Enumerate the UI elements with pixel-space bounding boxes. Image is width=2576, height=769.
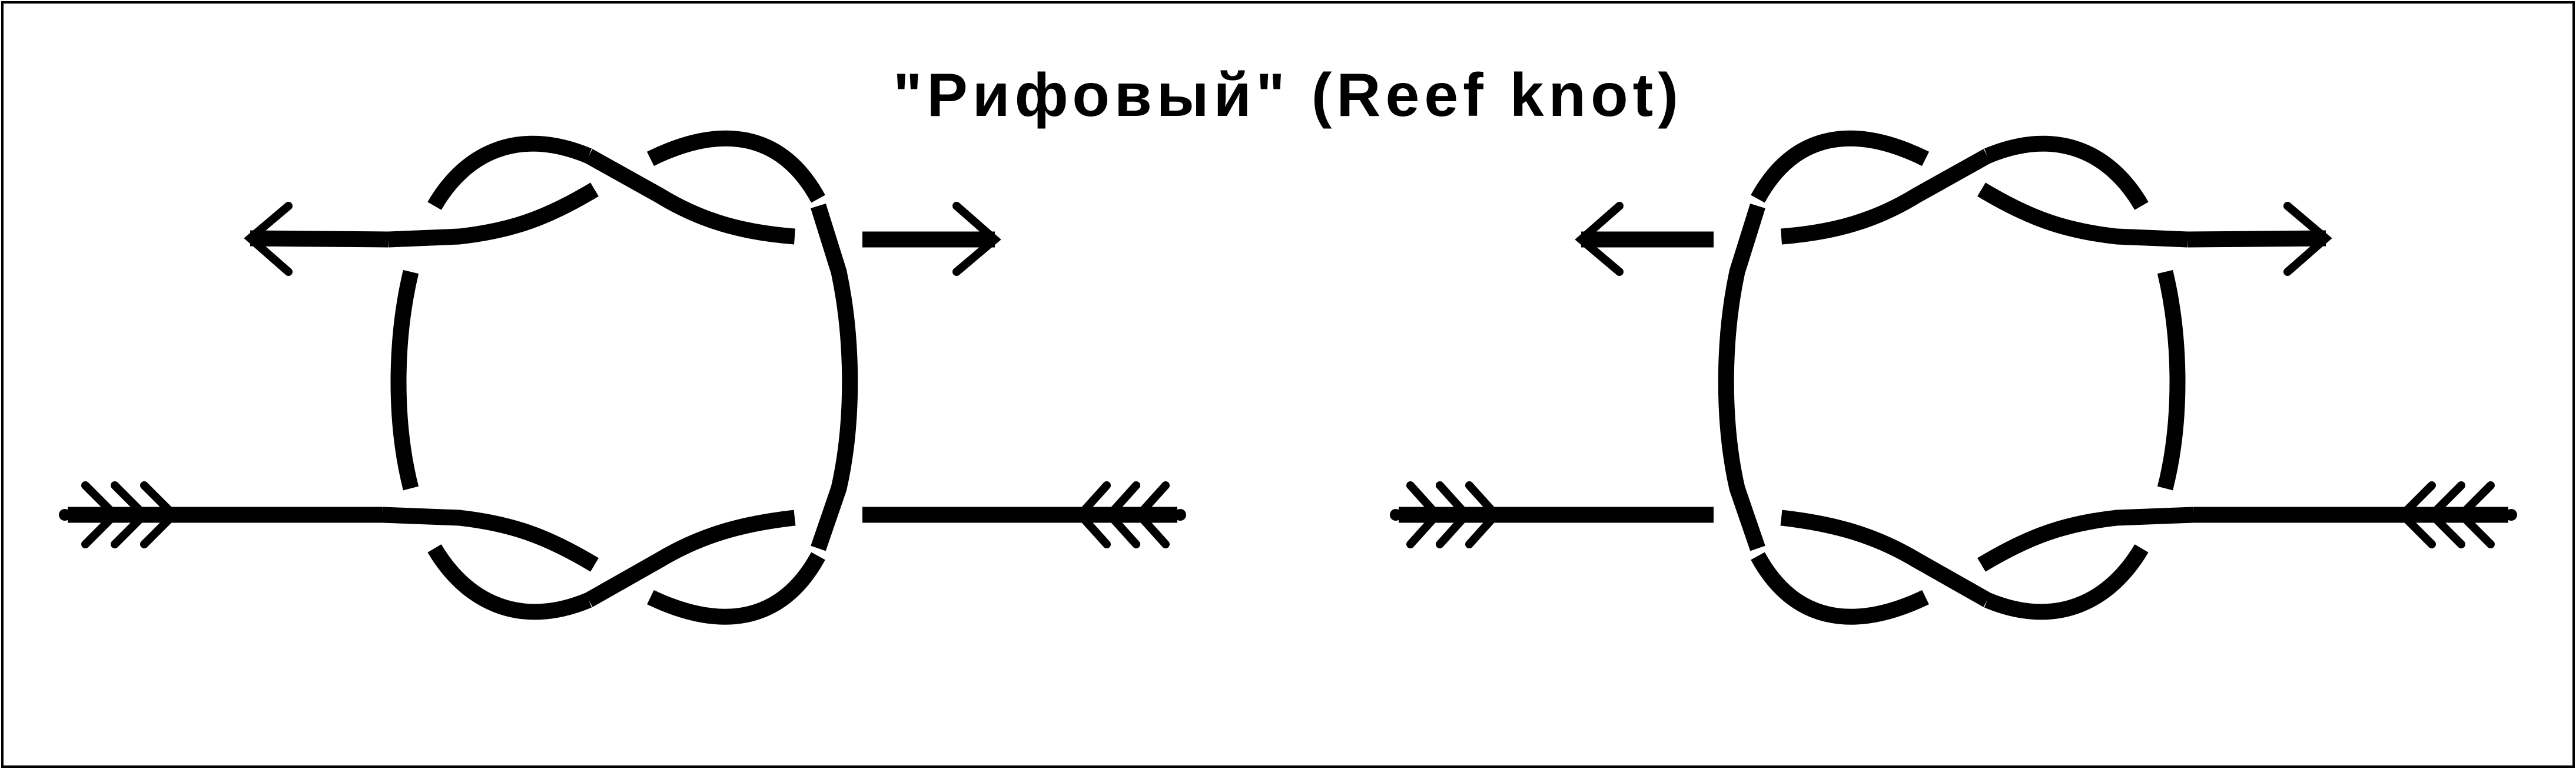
top-crossing-2 [1780,149,1991,245]
top-crossing [585,149,796,245]
fletch-2b-2 [1436,481,1472,548]
fletch-2a-1 [2455,481,2495,548]
bottom-loop-2b [1751,552,1929,625]
reef-knot-left [59,130,1186,625]
top-loop-2b [1751,130,1929,203]
fletch-lower-right-2 [1104,481,1140,548]
fletch-lower-left-3 [140,481,180,548]
lower-bend-2a [1977,507,2194,572]
fletch-2b-1 [1465,481,1502,548]
bow-2a [2157,269,2186,491]
bottom-crossing-2 [1780,510,1991,607]
upper-left-strand [250,230,389,248]
arrow-head-upper-right [952,202,1001,276]
top-loop-2a [1984,135,2149,210]
lower-left-end-dot [59,509,71,521]
bottom-crossing [585,510,796,607]
arrow-head-upper-left-2 [1575,202,1624,276]
diagram-title: "Рифовый" (Reef knot) [893,61,1683,129]
fletch-lower-right-3 [1133,481,1170,548]
lower-left-bend [382,507,599,572]
lower-right-end-dot [1174,509,1186,521]
fletch-lower-left-1 [81,481,121,548]
end-dot-2b [1390,509,1402,521]
bow-2b [1718,203,1765,551]
fletch-2a-3 [2396,481,2436,548]
bottom-loop-2a [1984,544,2149,620]
fletch-lower-right-1 [1074,481,1111,548]
top-left-loop [427,135,592,210]
top-right-loop [647,130,825,203]
fletch-lower-left-2 [111,481,150,548]
bottom-right-loop [647,552,825,625]
fletch-2b-3 [1406,481,1443,548]
upper-bend-2a [1977,182,2188,248]
reef-knot-right [1390,130,2517,625]
end-dot-2a [2505,509,2517,521]
bottom-left-loop [427,544,592,620]
upper-strand-2a [2187,230,2326,248]
upper-left-bend [388,182,599,248]
right-bow [811,203,858,551]
fletch-2a-2 [2426,481,2465,548]
left-bow [390,269,419,491]
